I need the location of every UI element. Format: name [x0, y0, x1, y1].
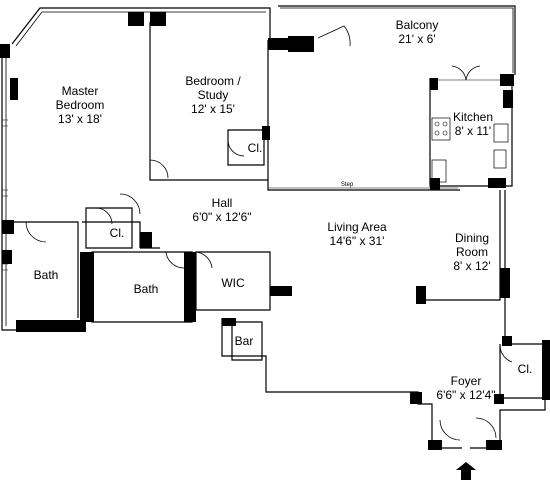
hall-label: Hall 6'0" x 12'6" [182, 196, 262, 224]
column [140, 232, 152, 248]
column [262, 126, 270, 140]
bedroom-name-2: Study [197, 88, 229, 102]
outer-wall [11, 7, 271, 45]
column [500, 74, 514, 86]
dining-room-label: Dining Room 8' x 12' [440, 231, 504, 273]
bedroom-closet-label: Cl. [247, 141, 263, 155]
bath-2-label: Bath [133, 282, 159, 296]
balcony-dim: 21' x 6' [398, 32, 436, 46]
column [430, 78, 438, 90]
dining-name-1: Dining [454, 231, 490, 245]
column [270, 286, 292, 296]
column [503, 90, 513, 108]
hall-name: Hall [211, 196, 233, 210]
sink [493, 123, 509, 143]
balcony-label: Balcony 21' x 6' [372, 18, 462, 46]
bar-outline [231, 321, 263, 361]
column [542, 340, 550, 400]
column [268, 38, 290, 50]
column [416, 286, 426, 304]
door-wic [195, 251, 213, 269]
living-dim: 14'6" x 31' [329, 234, 385, 248]
column [2, 220, 14, 234]
living-area-label: Living Area 14'6" x 31' [312, 220, 402, 248]
hall-dim: 6'0" x 12'6" [192, 210, 252, 224]
door-bath1 [25, 221, 47, 243]
step-label: Step [340, 182, 354, 188]
balcony-name: Balcony [395, 18, 439, 32]
master-name-2: Bedroom [55, 98, 105, 112]
door-bedroom-closet [227, 139, 245, 157]
column [128, 12, 144, 26]
column [150, 12, 166, 26]
column [184, 252, 196, 322]
stove [431, 117, 451, 141]
column [488, 178, 506, 188]
master-bedroom-label: Master Bedroom 13' x 18' [40, 84, 120, 126]
balcony-outline [278, 5, 516, 75]
column [486, 440, 502, 450]
hall-closet-label: Cl. [109, 226, 125, 240]
master-dim: 13' x 18' [58, 112, 102, 126]
door-hall-closet [95, 207, 113, 225]
living-name: Living Area [327, 220, 387, 234]
bedroom-name-1: Bedroom / [185, 74, 241, 88]
door-entry [475, 417, 497, 439]
column [0, 44, 10, 58]
dining-dim: 8' x 12' [453, 259, 491, 273]
bedroom-closet-outline [227, 129, 265, 166]
kitchen-dim: 8' x 11' [454, 124, 492, 138]
door-kitchen-right [465, 65, 481, 81]
bedroom-study-label: Bedroom / Study 12' x 15' [170, 74, 256, 116]
kitchen-walls [429, 78, 513, 187]
column [494, 394, 504, 404]
column [16, 320, 86, 332]
column [2, 250, 12, 264]
door-entry-2 [439, 419, 461, 441]
column [80, 252, 94, 322]
door-bath2 [165, 251, 185, 269]
dishwasher [493, 149, 507, 169]
column [502, 336, 512, 346]
column [428, 440, 442, 450]
entry-arrow-icon [456, 462, 476, 480]
wic-label: WIC [221, 276, 245, 290]
column [430, 178, 440, 190]
foyer-name: Foyer [450, 374, 482, 388]
dining-name-2: Room [455, 245, 488, 259]
door-balcony [317, 25, 351, 47]
door-foyer-closet [499, 343, 513, 363]
foyer-closet-label: Cl. [517, 362, 533, 376]
foyer-dim: 6'6" x 12'4" [436, 388, 496, 402]
master-name-1: Master [61, 84, 99, 98]
column [500, 268, 510, 298]
column [10, 78, 18, 100]
column [222, 318, 236, 326]
bar-label: Bar [234, 334, 254, 348]
column [410, 392, 422, 404]
hall-closet-outline [85, 207, 133, 249]
door-hall [119, 193, 141, 215]
foyer-label: Foyer 6'6" x 12'4" [428, 374, 504, 402]
door-kitchen-left [451, 65, 467, 81]
bedroom-dim: 12' x 15' [191, 102, 235, 116]
kitchen-label: Kitchen 8' x 11' [446, 110, 500, 138]
column [288, 36, 314, 52]
bath-1-label: Bath [33, 268, 59, 282]
kitchen-name: Kitchen [452, 110, 494, 124]
